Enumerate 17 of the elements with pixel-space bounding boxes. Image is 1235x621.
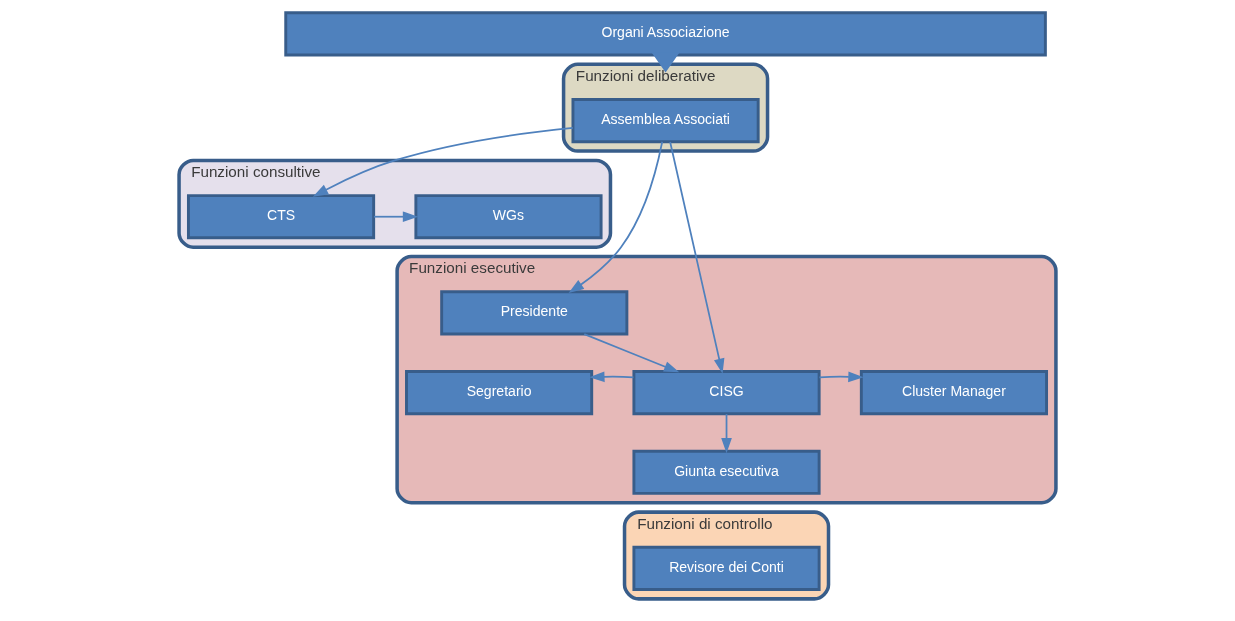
arrow bbox=[818, 371, 864, 383]
node-box: CISG bbox=[632, 370, 821, 416]
node-box: Assemblea Associati bbox=[571, 98, 760, 144]
arrow bbox=[669, 141, 725, 374]
arrow bbox=[373, 211, 419, 223]
node-box: CTS bbox=[187, 194, 376, 240]
node-box: Revisore dei Conti bbox=[632, 545, 821, 591]
node-box: Giunta esecutiva bbox=[632, 449, 821, 495]
arrow bbox=[583, 333, 680, 373]
arrow bbox=[312, 127, 574, 197]
arrow bbox=[568, 140, 664, 293]
arrow bbox=[721, 413, 732, 454]
node-box: Segretario bbox=[405, 370, 594, 416]
node-box: Presidente bbox=[440, 290, 629, 336]
arrow bbox=[589, 371, 635, 383]
node-box: WGs bbox=[414, 194, 603, 240]
node-box: Cluster Manager bbox=[859, 370, 1048, 416]
